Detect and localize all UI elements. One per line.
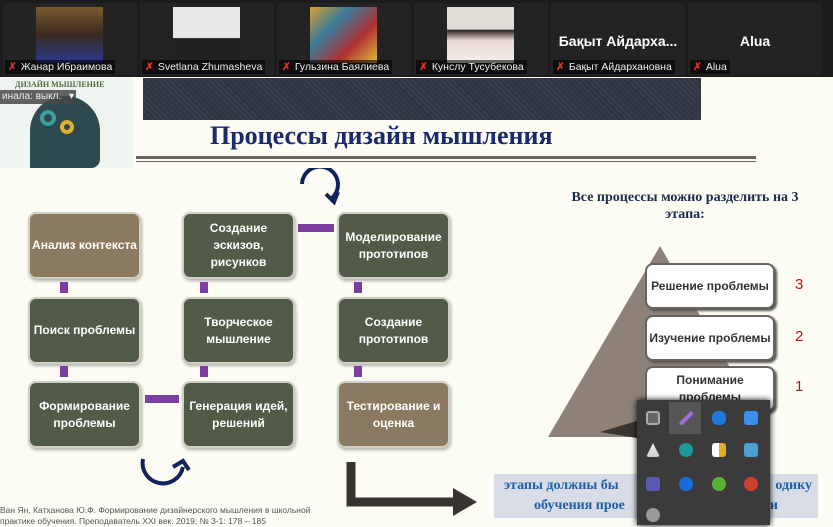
stage-number: 3	[795, 276, 804, 293]
participant-name-label: ✗Бақыт Айдархановна	[553, 60, 675, 74]
process-box: Генерация идей, решений	[182, 381, 295, 448]
connector	[60, 366, 68, 377]
cycle-arrow-icon	[300, 168, 340, 206]
participant-name-label: ✗Гульзина Баялиева	[279, 60, 393, 74]
participant-name: Жанар Ибраимова	[20, 61, 113, 73]
participant-video	[310, 7, 377, 63]
participant-name-label: ✗Svetlana Zhumasheva	[142, 60, 266, 74]
participant-tile[interactable]: ✗Гульзина Баялиева	[277, 3, 411, 75]
chevron-down-icon: ▾	[68, 91, 74, 102]
participant-name-label: ✗Alua	[690, 60, 730, 74]
skype-icon[interactable]	[646, 508, 660, 522]
teamviewer-icon[interactable]	[679, 477, 693, 491]
mic-muted-icon: ✗	[556, 61, 565, 73]
touchpad-icon[interactable]	[646, 411, 660, 425]
stage-number: 1	[795, 378, 804, 395]
teams-icon[interactable]	[646, 477, 660, 491]
participant-name: Alua	[705, 61, 727, 73]
divider	[136, 156, 756, 159]
banner-line: этапы должны бы одику	[494, 476, 818, 496]
banner-text: этапы должны бы	[504, 478, 619, 493]
participant-tile[interactable]: Бақыт Айдарха... ✗Бақыт Айдархановна	[551, 3, 685, 75]
connector	[145, 395, 179, 403]
process-box: Поиск проблемы	[28, 297, 141, 364]
connector	[354, 282, 362, 293]
connector	[354, 366, 362, 377]
banner-line: обучения прое и	[494, 496, 818, 516]
participant-video	[36, 7, 103, 63]
security-warning-icon[interactable]	[712, 443, 726, 457]
connector	[200, 282, 208, 293]
utorrent-icon[interactable]	[712, 477, 726, 491]
stage-box: Решение проблемы	[645, 263, 775, 309]
participant-name: Кунслу Тусубекова	[431, 61, 524, 73]
arrow-right-icon	[346, 462, 477, 516]
participant-display-name: Alua	[739, 33, 771, 49]
citation: Ван Ян, Катханова Ю.Ф. Формирование диза…	[0, 505, 310, 527]
divider	[136, 161, 756, 162]
stage-number: 2	[795, 328, 804, 345]
original-sound-dropdown[interactable]: инала: выкл. ▾	[0, 90, 76, 104]
stages-heading: Все процессы можно разделить на 3 этапа:	[571, 190, 799, 222]
pen-icon[interactable]	[679, 411, 693, 425]
process-box: Создание прототипов	[337, 297, 450, 364]
participant-video	[447, 7, 514, 63]
zoom-icon[interactable]	[744, 411, 758, 425]
connector	[200, 366, 208, 377]
participants-strip: ✗Жанар Ибраимова ✗Svetlana Zhumasheva ✗Г…	[0, 0, 833, 77]
banner-text: и	[769, 498, 778, 513]
participant-name-label: ✗Жанар Ибраимова	[5, 60, 116, 74]
cycle-arrow-icon	[140, 458, 191, 486]
slide-title: Процессы дизайн мышления	[210, 121, 553, 150]
keyboard-app-icon[interactable]	[744, 443, 758, 457]
system-tray-overflow	[637, 400, 770, 525]
mic-muted-icon: ✗	[419, 61, 428, 73]
mic-muted-icon: ✗	[282, 61, 291, 73]
banner-text: одику	[775, 478, 812, 493]
citation-line: практике обучения. Преподаватель XXI век…	[0, 516, 266, 526]
participant-name: Бақыт Айдархановна	[568, 61, 672, 73]
process-box: Творческое мышление	[182, 297, 295, 364]
mic-muted-icon: ✗	[8, 61, 17, 73]
process-box: Анализ контекста	[28, 212, 141, 279]
original-sound-label: инала: выкл.	[2, 91, 62, 102]
participant-video	[173, 7, 240, 63]
process-box: Тестирование и оценка	[337, 381, 450, 448]
participant-name: Гульзина Баялиева	[294, 61, 390, 73]
mic-muted-icon: ✗	[145, 61, 154, 73]
logo-text: ДИЗАЙН МЫШЛЕНИЕ	[15, 80, 105, 89]
participant-tile[interactable]: Alua ✗Alua	[688, 3, 822, 75]
citation-line: Ван Ян, Катханова Ю.Ф. Формирование диза…	[0, 505, 311, 515]
mic-muted-icon: ✗	[693, 61, 702, 73]
connector	[60, 282, 68, 293]
app-icon[interactable]	[646, 443, 660, 457]
connector	[298, 224, 334, 232]
process-box: Моделирование прототипов	[337, 212, 450, 279]
participant-tile[interactable]: ✗Жанар Ибраимова	[3, 3, 137, 75]
gear-icon	[40, 110, 56, 126]
screen-share-toolbar-overlay	[143, 78, 701, 120]
process-box: Формирование проблемы	[28, 381, 141, 448]
process-box: Создание эскизов, рисунков	[182, 212, 295, 279]
participant-tile[interactable]: ✗Кунслу Тусубекова	[414, 3, 548, 75]
participant-name-label: ✗Кунслу Тусубекова	[416, 60, 527, 74]
eset-icon[interactable]	[679, 443, 693, 457]
ccleaner-icon[interactable]	[744, 477, 758, 491]
stage-box: Изучение проблемы	[645, 315, 775, 361]
participant-name: Svetlana Zhumasheva	[157, 61, 263, 73]
participant-display-name: Бақыт Айдарха...	[558, 33, 678, 49]
gear-icon	[60, 120, 74, 134]
bluetooth-icon[interactable]	[712, 411, 726, 425]
participant-tile[interactable]: ✗Svetlana Zhumasheva	[140, 3, 274, 75]
banner-text: обучения прое	[534, 498, 625, 513]
